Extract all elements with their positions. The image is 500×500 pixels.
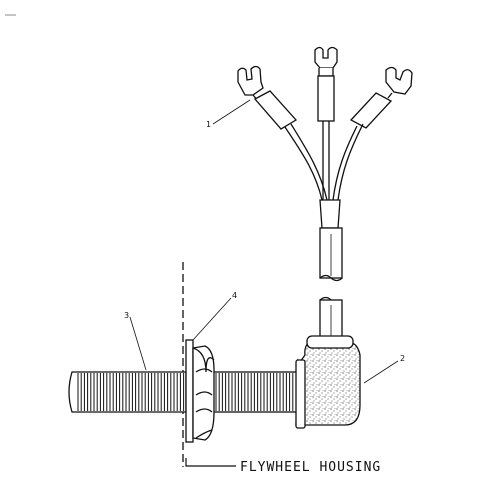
center-terminal [314, 46, 338, 122]
molded-elbow [295, 335, 361, 429]
callout-leaders [129, 99, 399, 384]
left-terminal [237, 65, 298, 130]
wire-harness [237, 46, 413, 282]
right-terminal [349, 66, 413, 129]
hex-nut [192, 345, 215, 441]
callout-3: 3 [124, 311, 129, 320]
washer [185, 339, 194, 443]
callout-1: 1 [206, 120, 211, 129]
housing-leader [185, 458, 236, 467]
callout-4: 4 [232, 291, 237, 300]
callout-2: 2 [400, 354, 405, 363]
sensor-threaded-body [68, 371, 299, 413]
flywheel-housing-label: FLYWHEEL HOUSING [240, 460, 381, 475]
